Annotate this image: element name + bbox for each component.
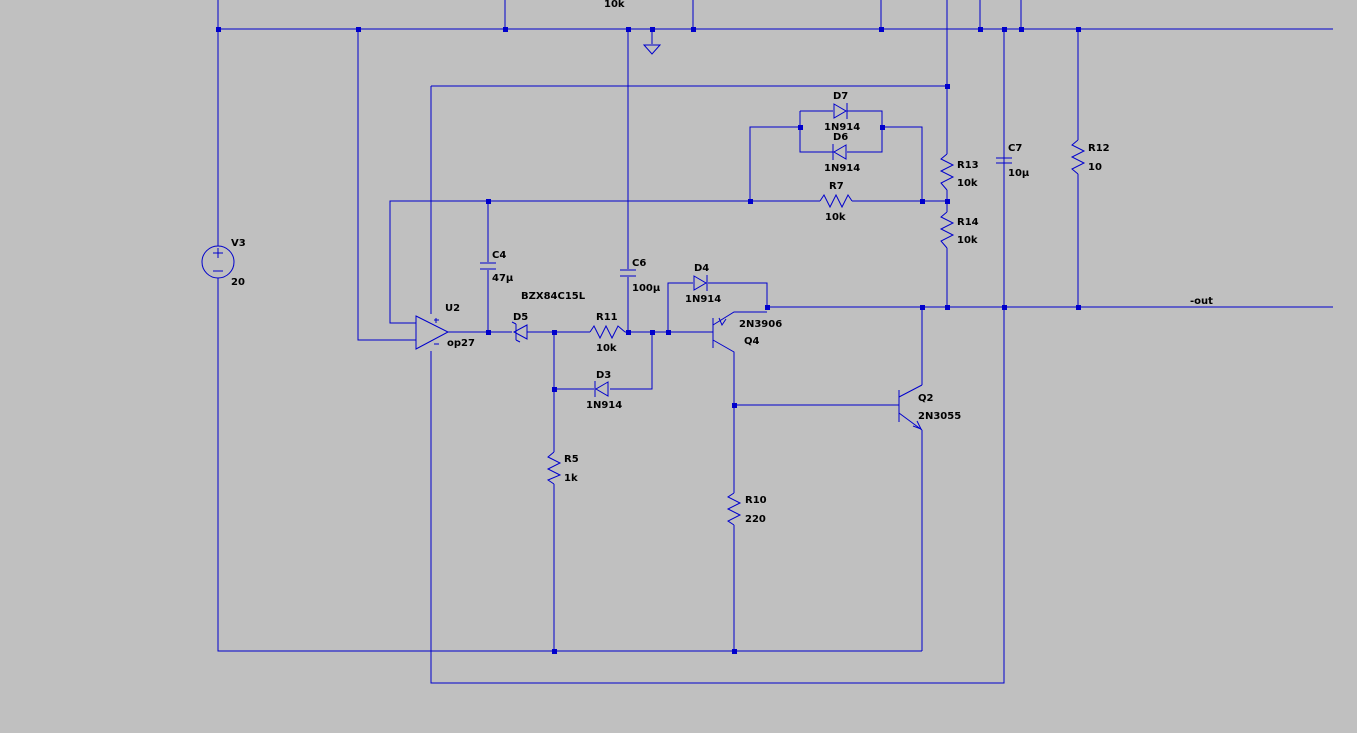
resistor-r10[interactable]: [726, 492, 742, 526]
junction-nodes: [216, 27, 1081, 654]
resistor-r11[interactable]: [589, 324, 626, 340]
d6-value: 1N914: [824, 163, 860, 174]
ground-symbol: [642, 44, 662, 55]
r14-value: 10k: [957, 235, 978, 246]
q2-name: Q2: [918, 393, 934, 404]
r12-name: R12: [1088, 143, 1110, 154]
resistor-r5[interactable]: [546, 451, 562, 485]
v3-name: V3: [231, 238, 246, 249]
r7-name: R7: [829, 181, 844, 192]
voltage-source-v3[interactable]: [201, 245, 235, 279]
diode-d7[interactable]: [833, 103, 848, 119]
diode-d6[interactable]: [832, 144, 847, 160]
u2-value: op27: [447, 338, 475, 349]
d4-value: 1N914: [685, 294, 721, 305]
diode-d3[interactable]: [594, 381, 609, 397]
r5-value: 1k: [564, 473, 578, 484]
transistor-q2[interactable]: [898, 384, 923, 431]
r13-name: R13: [957, 160, 979, 171]
c6-name: C6: [632, 258, 646, 269]
d7-value: 1N914: [824, 122, 860, 133]
r10-name: R10: [745, 495, 767, 506]
resistor-r13[interactable]: [939, 153, 955, 191]
r11-name: R11: [596, 312, 618, 323]
d5-name: D5: [513, 312, 528, 323]
capacitor-c6[interactable]: [620, 269, 636, 277]
q4-value: 2N3906: [739, 319, 782, 330]
zener-diode-d5[interactable]: [511, 321, 528, 343]
c7-name: C7: [1008, 143, 1022, 154]
component-labels: 10k V3 20 U2 op27 C4 47µ BZX84C15L D5 R1…: [231, 0, 1213, 525]
diode-d4[interactable]: [693, 275, 708, 291]
top-value-label: 10k: [604, 0, 625, 10]
r12-value: 10: [1088, 162, 1102, 173]
c4-value: 47µ: [492, 273, 514, 284]
resistor-r12[interactable]: [1070, 139, 1086, 175]
r5-name: R5: [564, 454, 579, 465]
resistor-r7[interactable]: [819, 193, 853, 209]
q4-name: Q4: [744, 336, 760, 347]
d3-value: 1N914: [586, 400, 622, 411]
opamp-u2[interactable]: [415, 315, 450, 350]
v3-value: 20: [231, 277, 245, 288]
capacitor-c4[interactable]: [480, 262, 496, 270]
d7-name: D7: [833, 91, 848, 102]
r13-value: 10k: [957, 178, 978, 189]
r10-value: 220: [745, 514, 766, 525]
d4-name: D4: [694, 263, 709, 274]
net-label-out: -out: [1190, 296, 1213, 307]
d5-value: BZX84C15L: [521, 291, 586, 302]
r11-value: 10k: [596, 343, 617, 354]
r7-value: 10k: [825, 212, 846, 223]
q2-value: 2N3055: [918, 411, 961, 422]
wires: [217, 0, 1333, 684]
d3-name: D3: [596, 370, 611, 381]
c7-value: 10µ: [1008, 168, 1030, 179]
u2-name: U2: [445, 303, 460, 314]
transistor-q4[interactable]: [712, 311, 767, 358]
c6-value: 100µ: [632, 283, 661, 294]
capacitor-c7[interactable]: [996, 157, 1012, 164]
c4-name: C4: [492, 250, 506, 261]
d6-name: D6: [833, 132, 848, 143]
resistor-r14[interactable]: [939, 211, 955, 249]
r14-name: R14: [957, 217, 979, 228]
